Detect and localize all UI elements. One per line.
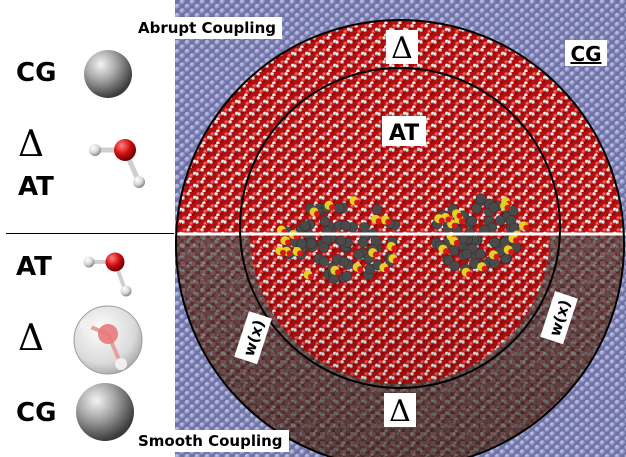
cg-bead-icon bbox=[84, 50, 132, 98]
cg-bead-icon bbox=[76, 383, 134, 441]
legend-top-delta-label: Δ bbox=[18, 124, 44, 165]
delta-top-bg bbox=[386, 30, 418, 64]
delta-bottom-bg bbox=[384, 393, 416, 427]
legend-top-cg-label: CG bbox=[16, 58, 57, 88]
delta-bottom-label: Δ bbox=[389, 394, 411, 429]
legend-bottom-delta-label: Δ bbox=[18, 318, 44, 359]
cg-region-label-bg bbox=[565, 40, 607, 66]
hybrid-molecule-icon bbox=[73, 305, 143, 375]
at-region-boundary bbox=[239, 67, 561, 389]
cg-region-label: CG bbox=[570, 42, 601, 66]
legend-divider bbox=[6, 233, 174, 234]
at-region-label-bg bbox=[382, 116, 426, 146]
water-molecule-icon bbox=[89, 139, 145, 188]
legend-bottom-at-label: AT bbox=[16, 252, 52, 282]
delta-top-label: Δ bbox=[391, 31, 413, 66]
outer-boundary bbox=[175, 19, 625, 457]
smooth-coupling-caption: Smooth Coupling bbox=[132, 430, 289, 452]
at-region-label: AT bbox=[389, 121, 419, 146]
abrupt-coupling-caption: Abrupt Coupling bbox=[132, 17, 282, 39]
legend-bottom-cg-label: CG bbox=[16, 398, 57, 428]
legend-top-at-label: AT bbox=[18, 172, 54, 202]
water-molecule-icon bbox=[83, 252, 132, 297]
